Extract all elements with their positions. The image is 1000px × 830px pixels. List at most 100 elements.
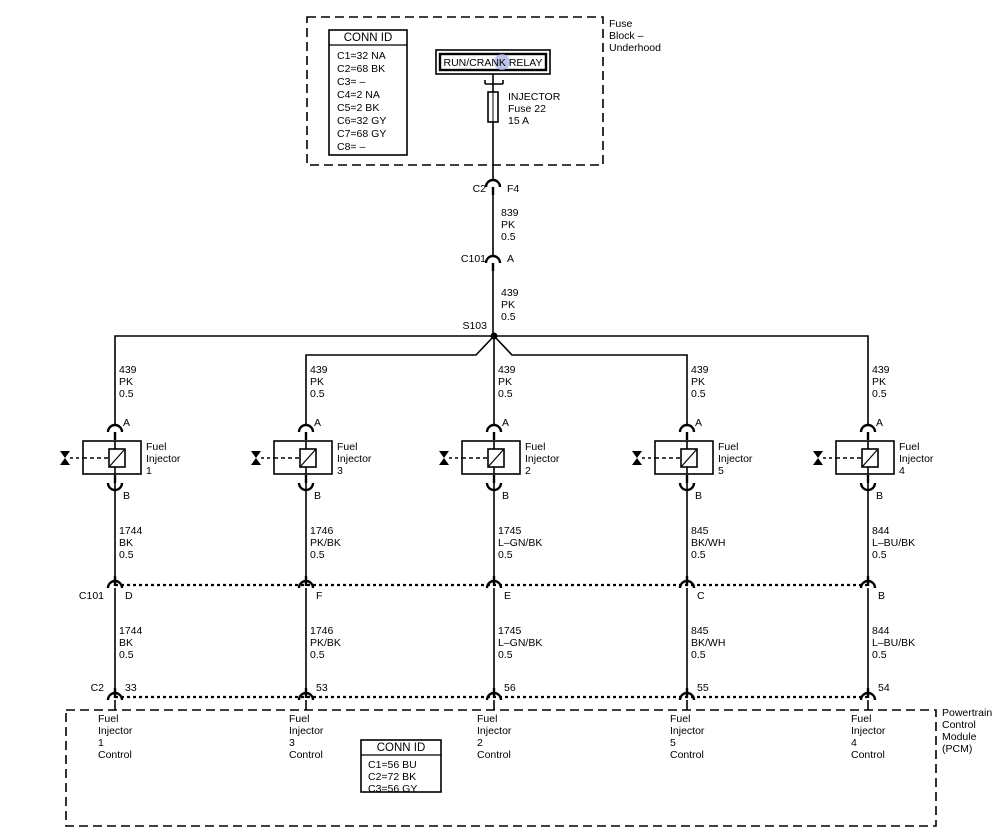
connector-c101-a bbox=[484, 254, 502, 271]
pin-label: A bbox=[502, 417, 509, 429]
injector-pin-a-terminal bbox=[297, 423, 315, 440]
pcm-conn-id-title: CONN ID bbox=[377, 742, 426, 754]
wire-label: PK bbox=[310, 376, 324, 388]
wire-label: 0.5 bbox=[691, 649, 706, 661]
injector-pin-a-terminal bbox=[859, 423, 877, 440]
pin-label: A bbox=[876, 417, 883, 429]
wire-label: PK bbox=[498, 376, 512, 388]
wire-label: 439 bbox=[498, 364, 516, 376]
injector-name: Injector bbox=[718, 453, 753, 465]
pcm-input-label: Fuel bbox=[289, 713, 309, 725]
wire-label: PK bbox=[691, 376, 705, 388]
fuse-block-label-line3: Underhood bbox=[609, 42, 661, 54]
wire-label: PK/BK bbox=[310, 537, 341, 549]
c2-terminal bbox=[859, 688, 877, 710]
pcm-input-label: Injector bbox=[851, 725, 886, 737]
pcm-input-label: Injector bbox=[289, 725, 324, 737]
c101-lower-label: C101 bbox=[79, 590, 104, 602]
wire-label: 439 bbox=[310, 364, 328, 376]
pcm-input-label: Control bbox=[98, 749, 132, 761]
pin-label: A bbox=[123, 417, 130, 429]
wire-label: 839 bbox=[501, 207, 519, 219]
injector-name: Injector bbox=[337, 453, 372, 465]
c101-pin-label: A bbox=[507, 253, 514, 265]
c2-terminal bbox=[106, 688, 124, 710]
pin-label: B bbox=[314, 490, 321, 502]
wire-label: 0.5 bbox=[501, 231, 516, 243]
wire-label: 1744 bbox=[119, 525, 143, 537]
injector-valve-icon bbox=[813, 451, 823, 465]
c101-pin-label: F bbox=[316, 590, 322, 602]
injector-pin-a-terminal bbox=[678, 423, 696, 440]
pin-label: B bbox=[695, 490, 702, 502]
relay-label: RUN/CRANK RELAY bbox=[444, 57, 543, 69]
wire-label: 1744 bbox=[119, 625, 143, 637]
wire-label: 845 bbox=[691, 625, 709, 637]
wire-label: 0.5 bbox=[310, 649, 325, 661]
wire-label: PK bbox=[501, 299, 515, 311]
fuse-block-boundary bbox=[306, 16, 604, 166]
injector-name: Fuel bbox=[146, 441, 166, 453]
wire-label: 0.5 bbox=[498, 549, 513, 561]
wire-label: 1745 bbox=[498, 525, 522, 537]
wire-label: 0.5 bbox=[872, 549, 887, 561]
injector-name: Injector bbox=[899, 453, 934, 465]
wire-label: PK bbox=[872, 376, 886, 388]
injector-valve-icon bbox=[439, 451, 449, 465]
wire-label: L–GN/BK bbox=[498, 637, 542, 649]
wire-label: 0.5 bbox=[691, 549, 706, 561]
injector-name: 2 bbox=[525, 465, 531, 477]
c101-pin-label: E bbox=[504, 590, 511, 602]
wire-label: 0.5 bbox=[119, 388, 134, 400]
pcm-pin-label: 56 bbox=[504, 682, 516, 694]
fuse-block-conn-id-row: C3= – bbox=[337, 76, 365, 88]
wire-label: L–GN/BK bbox=[498, 537, 542, 549]
pcm-input-label: 5 bbox=[670, 737, 676, 749]
injector-name: Fuel bbox=[718, 441, 738, 453]
pcm-input-label: Control bbox=[477, 749, 511, 761]
feed-bus-inner bbox=[305, 334, 688, 425]
pcm-input-label: Injector bbox=[477, 725, 512, 737]
pcm-pin-label: 53 bbox=[316, 682, 328, 694]
injector-name: 4 bbox=[899, 465, 905, 477]
pin-label: A bbox=[695, 417, 702, 429]
wire-label: PK bbox=[501, 219, 515, 231]
fuse-block-conn-id-row: C4=2 NA bbox=[337, 89, 380, 101]
injector-pin-a-terminal bbox=[485, 423, 503, 440]
splice-label: S103 bbox=[462, 320, 487, 332]
pcm-input-label: Fuel bbox=[477, 713, 497, 725]
wire-label: 0.5 bbox=[119, 649, 134, 661]
wire-label: 1746 bbox=[310, 525, 334, 537]
c2-lower-label: C2 bbox=[91, 682, 105, 694]
wire-label: 0.5 bbox=[498, 649, 513, 661]
fuse-block-conn-id-row: C1=32 NA bbox=[337, 50, 386, 62]
wire-label: 0.5 bbox=[310, 549, 325, 561]
feed-bus-outer bbox=[114, 335, 869, 425]
pcm-conn-id-row: C2=72 BK bbox=[368, 771, 416, 783]
pcm-boundary bbox=[65, 709, 937, 827]
pcm-input-label: 2 bbox=[477, 737, 483, 749]
fuel-injector-1: 439PK0.5AFuelInjector1B1744BK0.5D1744BK0… bbox=[60, 364, 181, 761]
fuel-injector-2: 439PK0.5AFuelInjector2B1745L–GN/BK0.5E17… bbox=[439, 364, 560, 761]
fuse-block-conn-id-table: CONN ID C1=32 NA C2=68 BK C3= – C4=2 NA … bbox=[328, 29, 408, 156]
fuse-block-conn-id-row: C8= – bbox=[337, 141, 365, 153]
wire-label: PK/BK bbox=[310, 637, 341, 649]
wire-label: 439 bbox=[691, 364, 709, 376]
wire-label: 0.5 bbox=[498, 388, 513, 400]
fuse-block-conn-id-title: CONN ID bbox=[344, 32, 393, 44]
pcm-pin-label: 55 bbox=[697, 682, 709, 694]
fuel-injector-3: 439PK0.5AFuelInjector3B1746PK/BK0.5F1746… bbox=[251, 364, 372, 761]
wire-label: PK bbox=[119, 376, 133, 388]
pcm-input-label: Fuel bbox=[98, 713, 118, 725]
wire-label: 845 bbox=[691, 525, 709, 537]
pcm-label-line4: (PCM) bbox=[942, 743, 972, 755]
injector-layer: 439PK0.5AFuelInjector1B1744BK0.5D1744BK0… bbox=[60, 364, 934, 761]
fuse-label-line3: 15 A bbox=[508, 115, 529, 127]
pcm-label-line2: Control bbox=[942, 719, 976, 731]
injector-name: Fuel bbox=[337, 441, 357, 453]
wire-label: 439 bbox=[501, 287, 519, 299]
wire-label: BK bbox=[119, 537, 133, 549]
fuse-block-label-line1: Fuse bbox=[609, 18, 633, 30]
wire-label: BK bbox=[119, 637, 133, 649]
fuse-block-label-line2: Block – bbox=[609, 30, 644, 42]
